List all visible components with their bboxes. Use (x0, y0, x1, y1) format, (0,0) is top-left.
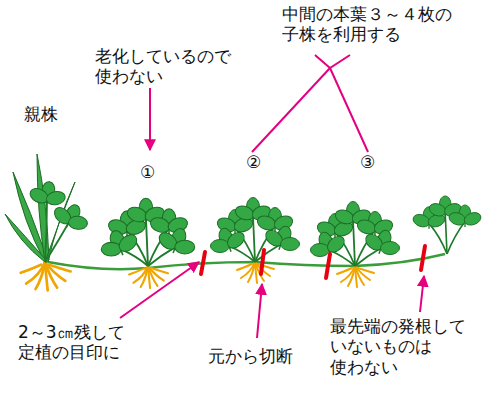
note-text: 元から切断 (208, 346, 293, 366)
part-name: 親株 (24, 104, 58, 124)
daughter-plant (95, 198, 202, 288)
cut-marks (201, 246, 425, 278)
tip-plant (411, 196, 482, 254)
note-text: 2～3㎝残して 定植の目印に (18, 322, 147, 363)
note-text: 最先端の発根して いないものは 使わない (330, 316, 486, 377)
note-text: 老化しているので 使わない (95, 46, 241, 87)
parent-plant (5, 154, 95, 290)
callout-number: ① (140, 162, 155, 182)
daughter-plant (304, 202, 406, 288)
callout-number: ② (246, 152, 261, 172)
callout-number: ③ (360, 152, 375, 172)
leader-lines (120, 55, 424, 338)
note-text: 中間の本葉３～４枚の 子株を利用する (282, 4, 462, 45)
daughter-plant (204, 198, 306, 284)
